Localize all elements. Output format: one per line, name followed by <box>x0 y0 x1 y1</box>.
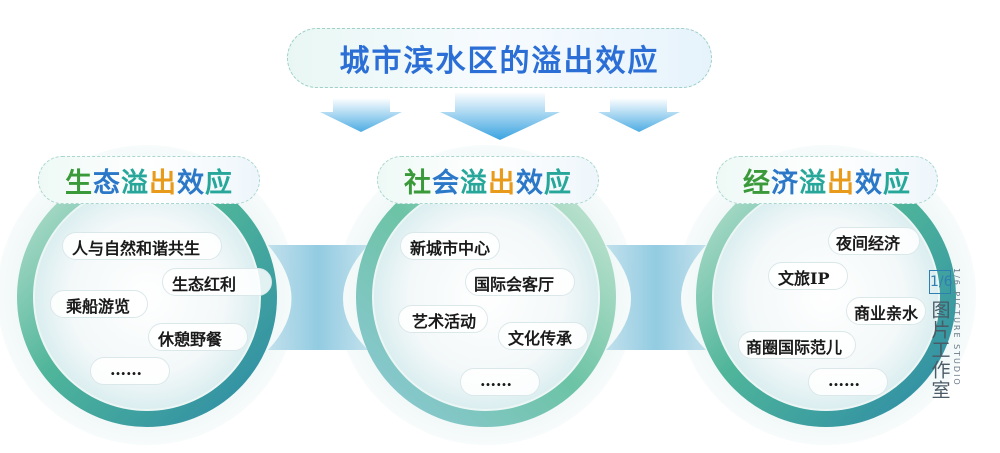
arrow-left <box>320 98 402 132</box>
economic-effect-badge: 经济溢出效应 <box>716 156 938 204</box>
item-pill <box>808 368 888 396</box>
item-pill <box>768 262 848 290</box>
studio-logo: 1/6 <box>929 270 953 294</box>
arrow-center <box>440 92 560 140</box>
badge-heading-char: 效 <box>516 167 544 199</box>
badge-heading-char: 出 <box>488 167 516 199</box>
badge-heading-char: 溢 <box>121 167 149 199</box>
studio-subtitle: 1/6 PICTURE STUDIO <box>952 268 961 387</box>
badge-heading-char: 溢 <box>799 167 827 199</box>
item-pill <box>50 290 148 318</box>
ecology-item: …… <box>110 360 142 379</box>
diagram-title: 城市滨水区的溢出效应 <box>339 44 660 79</box>
social-item: 文化传承 <box>508 329 573 348</box>
item-pill <box>62 232 222 260</box>
economic-item: 夜间经济 <box>836 234 901 253</box>
badge-heading-char: 社 <box>404 167 432 199</box>
badge-heading-char: 溢 <box>460 167 488 199</box>
badge-heading-char: 应 <box>205 167 233 199</box>
economic-item: 文旅IP <box>778 269 830 288</box>
item-pill <box>400 232 500 260</box>
item-pill <box>162 268 272 296</box>
badge-heading-char: 应 <box>544 167 572 199</box>
social-item: 新城市中心 <box>410 239 491 258</box>
title-pill: 城市滨水区的溢出效应 <box>287 28 712 88</box>
badge-heading-char: 效 <box>177 167 205 199</box>
badge-heading-char: 效 <box>855 167 883 199</box>
ecology-item: 生态红利 <box>172 275 237 294</box>
item-pill <box>398 305 488 333</box>
ecology-effect-badge: 生态溢出效应 <box>38 156 260 204</box>
item-pill <box>148 323 248 351</box>
social-item: 艺术活动 <box>412 312 477 331</box>
item-pill <box>460 368 540 396</box>
social-effect-badge: 社会溢出效应 <box>377 156 599 204</box>
badge-heading-char: 会 <box>432 167 460 199</box>
studio-watermark: 1/6 图片工作室 <box>926 270 954 400</box>
arrow-right <box>598 98 680 132</box>
badge-heading-char: 生 <box>65 167 93 199</box>
item-pill <box>90 357 170 385</box>
ecology-item: 人与自然和谐共生 <box>72 239 201 258</box>
badge-heading-char: 济 <box>771 167 799 199</box>
social-item: …… <box>480 371 512 390</box>
badge-heading-char: 应 <box>883 167 911 199</box>
economic-item: 商业亲水 <box>854 304 919 323</box>
economic-item: …… <box>828 371 860 390</box>
ecology-item: 休憩野餐 <box>158 330 223 349</box>
item-pill <box>498 322 588 350</box>
item-pill <box>828 227 920 255</box>
badge-heading-char: 出 <box>827 167 855 199</box>
ecology-item: 乘船游览 <box>66 297 131 316</box>
bridge-left <box>268 245 368 350</box>
social-item: 国际会客厅 <box>474 275 555 294</box>
badge-heading-char: 经 <box>743 167 771 199</box>
bridge-right <box>606 245 706 350</box>
economic-item: 商圈国际范儿 <box>746 338 843 357</box>
badge-heading-char: 态 <box>93 167 121 199</box>
item-pill <box>846 297 926 325</box>
badge-heading-char: 出 <box>149 167 177 199</box>
item-pill <box>738 331 856 359</box>
studio-name: 图片工作室 <box>928 300 951 400</box>
item-pill <box>465 268 575 296</box>
